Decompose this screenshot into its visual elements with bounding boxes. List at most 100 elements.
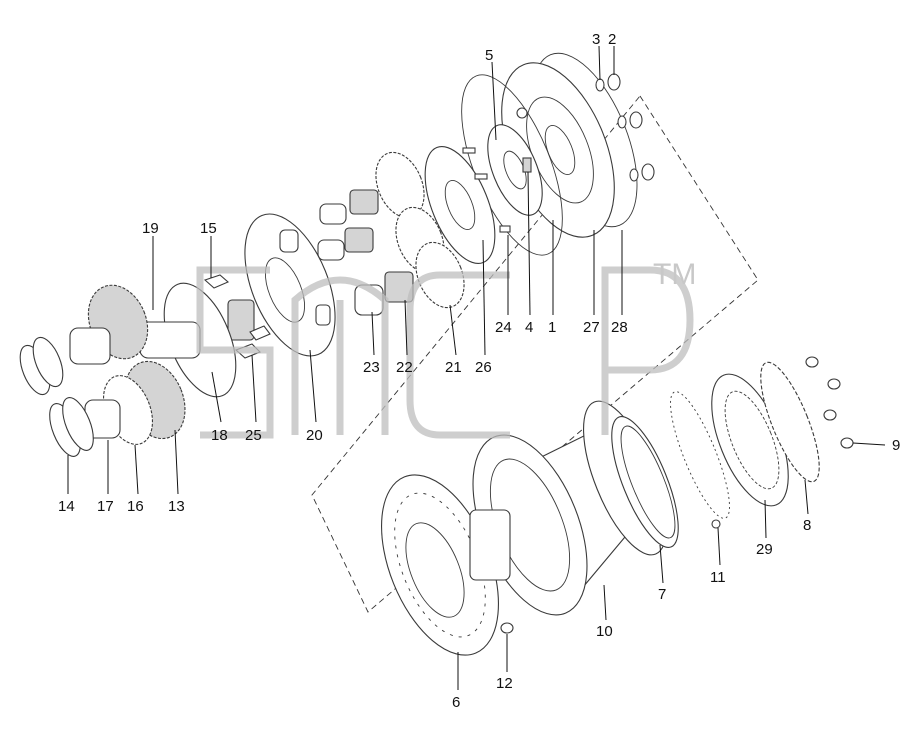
leader-8 bbox=[804, 479, 809, 515]
label-19: 19 bbox=[142, 220, 159, 237]
label-21: 21 bbox=[445, 359, 462, 376]
leader-7 bbox=[659, 544, 664, 584]
label-20: 20 bbox=[306, 427, 323, 444]
seal-part-7 bbox=[611, 416, 679, 548]
label-17: 17 bbox=[97, 498, 114, 515]
washer-part-3 bbox=[595, 78, 605, 92]
ball-part-11 bbox=[711, 519, 721, 529]
label-25: 25 bbox=[245, 427, 262, 444]
watermark-glyph-p bbox=[601, 266, 694, 435]
pin-cover-top bbox=[516, 107, 528, 119]
hub-upper bbox=[69, 327, 111, 365]
dowel-pin-24-a bbox=[499, 225, 511, 233]
carrier-group bbox=[227, 213, 336, 357]
leader-4 bbox=[527, 171, 531, 316]
shaft-upper bbox=[139, 321, 201, 359]
plug-lower-right bbox=[641, 163, 655, 181]
label-10: 10 bbox=[596, 623, 613, 640]
label-5: 5 bbox=[485, 47, 493, 64]
bearing-mid bbox=[344, 227, 374, 253]
label-26: 26 bbox=[475, 359, 492, 376]
pin-part-15 bbox=[203, 274, 230, 289]
spacer-mid bbox=[317, 239, 345, 261]
label-3: 3 bbox=[592, 31, 600, 48]
plug-part-12 bbox=[500, 622, 514, 634]
plug-upper-right bbox=[629, 111, 643, 129]
label-4: 4 bbox=[525, 319, 533, 336]
callout-labels: 5 3 2 19 15 24 4 1 27 28 23 22 21 26 18 … bbox=[58, 31, 900, 711]
leader-23 bbox=[371, 311, 375, 356]
hub-flange-bore bbox=[405, 522, 465, 618]
leader-5 bbox=[491, 61, 497, 141]
gear-upper bbox=[375, 151, 425, 219]
washer-upper-inner bbox=[32, 336, 64, 388]
label-29: 29 bbox=[756, 541, 773, 558]
leader-25 bbox=[251, 354, 257, 423]
watermark-glyph-c bbox=[406, 271, 510, 439]
nut-2 bbox=[827, 378, 841, 390]
carrier-part-20 bbox=[244, 213, 336, 357]
lock-ring-part-8 bbox=[760, 361, 820, 483]
carrier-stud-bottom bbox=[315, 304, 331, 326]
leader-26 bbox=[482, 239, 486, 356]
nut-1 bbox=[805, 356, 819, 368]
leader-22 bbox=[404, 299, 408, 356]
label-9: 9 bbox=[892, 437, 900, 454]
thrust-plate-bore bbox=[444, 180, 476, 230]
leader-3 bbox=[598, 45, 601, 81]
spacer-upper bbox=[319, 203, 347, 225]
leader-9 bbox=[852, 442, 886, 446]
label-18: 18 bbox=[211, 427, 228, 444]
label-15: 15 bbox=[200, 220, 217, 237]
leader-lines bbox=[67, 45, 886, 690]
pin-left-b bbox=[474, 173, 488, 180]
leader-10 bbox=[603, 584, 607, 621]
leader-13 bbox=[174, 429, 179, 495]
washer-upper-right bbox=[617, 115, 627, 129]
seal-part-7-inner bbox=[620, 425, 676, 539]
watermark-glyph-s bbox=[196, 266, 274, 439]
label-28: 28 bbox=[611, 319, 628, 336]
washer-lower-right bbox=[629, 168, 639, 182]
label-6: 6 bbox=[452, 694, 460, 711]
label-13: 13 bbox=[168, 498, 185, 515]
nut-3 bbox=[823, 409, 837, 421]
watermark-tm: TM bbox=[653, 258, 696, 291]
label-12: 12 bbox=[496, 675, 513, 692]
sun-gear-part-25 bbox=[227, 299, 255, 341]
label-16: 16 bbox=[127, 498, 144, 515]
leader-11 bbox=[717, 527, 721, 566]
leader-20 bbox=[309, 349, 317, 423]
leader-18 bbox=[211, 371, 222, 423]
label-11: 11 bbox=[710, 569, 726, 586]
pin-part-4 bbox=[522, 157, 532, 173]
pin-mid bbox=[249, 325, 271, 341]
leader-16 bbox=[134, 444, 139, 495]
nut-part-9 bbox=[840, 437, 854, 449]
label-24: 24 bbox=[495, 319, 512, 336]
carrier-stud-top bbox=[279, 229, 299, 253]
pin-left-a bbox=[462, 147, 476, 154]
bearing-upper bbox=[349, 189, 379, 215]
planet-gears-group bbox=[317, 151, 465, 316]
label-22: 22 bbox=[396, 359, 413, 376]
watermark: TM bbox=[196, 258, 696, 439]
ball-ring-part-11 bbox=[670, 391, 730, 519]
label-23: 23 bbox=[363, 359, 380, 376]
bearing-group bbox=[611, 356, 854, 548]
washer-part-14-inner bbox=[62, 397, 94, 451]
assembly-boundary-dashed bbox=[311, 95, 759, 613]
leader-29 bbox=[764, 499, 767, 539]
hub-neck bbox=[469, 509, 511, 581]
label-27: 27 bbox=[583, 319, 600, 336]
label-14: 14 bbox=[58, 498, 75, 515]
bearing-part-29-inner bbox=[724, 390, 780, 490]
plug-part-2 bbox=[607, 73, 621, 91]
leader-21 bbox=[449, 304, 457, 356]
label-2: 2 bbox=[608, 31, 616, 48]
label-7: 7 bbox=[658, 586, 666, 603]
label-8: 8 bbox=[803, 517, 811, 534]
label-1: 1 bbox=[548, 319, 556, 336]
